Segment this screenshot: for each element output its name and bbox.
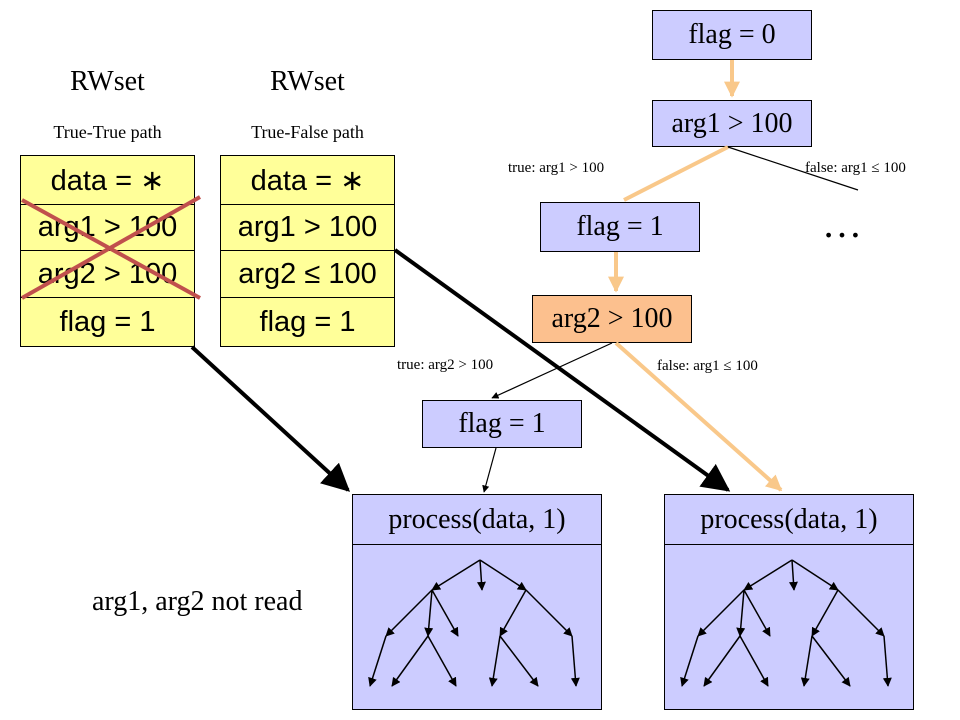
edge-label-arg2-true: true: arg2 > 100	[397, 357, 494, 373]
cross-out-mark	[21, 195, 201, 300]
rwset-2-row-arg1: arg1 > 100	[220, 204, 395, 251]
edge-label-arg2-false: false: arg1 ≤ 100	[657, 358, 758, 374]
node-arg2-check: arg2 > 100	[532, 295, 692, 343]
rwset-1-title: RWset	[70, 66, 145, 97]
rwset-2-table: data = ∗ arg1 > 100 arg2 ≤ 100 flag = 1	[220, 155, 395, 347]
thin-edges	[482, 146, 859, 493]
node-flag-1-b: flag = 1	[422, 400, 582, 448]
rwset-2-row-flag: flag = 1	[220, 297, 395, 347]
highlighted-path	[608, 60, 783, 492]
rwset-2-row-arg2: arg2 ≤ 100	[220, 250, 395, 298]
edge-label-arg1-false: false: arg1 ≤ 100	[805, 160, 906, 176]
rwset-2-title: RWset	[270, 66, 345, 97]
node-arg1-check: arg1 > 100	[652, 100, 812, 147]
process-right-label: process(data, 1)	[665, 495, 913, 545]
ellipsis-marker: …	[822, 201, 868, 246]
rwset-2-row-data: data = ∗	[220, 155, 395, 205]
edge-label-arg1-true: true: arg1 > 100	[508, 160, 605, 176]
rwset-1-path-label: True-True path	[53, 122, 162, 142]
rwset-2-path-label: True-False path	[251, 122, 364, 142]
rwset-1-row-arg1: arg1 > 100	[20, 204, 195, 251]
rwset-1-table: data = ∗ arg1 > 100 arg2 > 100 flag = 1	[20, 155, 195, 347]
process-right: process(data, 1)	[664, 494, 914, 710]
process-left: process(data, 1)	[352, 494, 602, 710]
node-flag-1-a: flag = 1	[540, 202, 700, 252]
rwset-1-row-flag: flag = 1	[20, 297, 195, 347]
process-left-label: process(data, 1)	[353, 495, 601, 545]
call-tree-left	[368, 559, 580, 687]
rwset-mapping-arrows	[190, 248, 731, 492]
node-flag-0: flag = 0	[652, 10, 812, 60]
note-not-read: arg1, arg2 not read	[92, 586, 303, 617]
call-tree-right	[680, 559, 892, 687]
rwset-1-row-data: data = ∗	[20, 155, 195, 205]
